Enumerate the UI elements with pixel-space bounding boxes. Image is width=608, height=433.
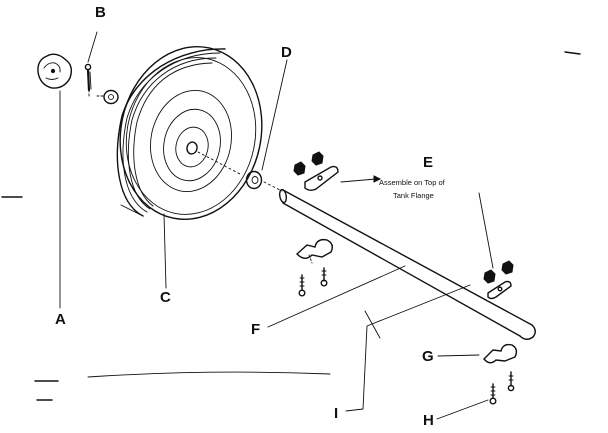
assembly-note-line1: Assemble on Top of — [379, 178, 446, 187]
label-g: G — [422, 348, 434, 365]
margin-marks — [1, 51, 581, 401]
hub-cap-part-a — [37, 53, 73, 309]
wheel-part-c — [116, 45, 263, 289]
bottom-clamp-left — [295, 238, 334, 264]
label-c: C — [160, 289, 171, 306]
assembly-note-line2: Tank Flange — [393, 191, 434, 200]
label-a: A — [55, 311, 66, 328]
clamp-lower-part-e — [478, 192, 514, 300]
bolt-left — [298, 274, 306, 297]
label-b: B — [95, 4, 106, 21]
clamp-part-g — [437, 343, 518, 364]
clamp-upper-part-e — [293, 151, 382, 191]
axle-part-f — [267, 188, 536, 340]
cotter-pin-part-b — [84, 31, 98, 97]
bolt-right — [320, 267, 328, 287]
washer-part-d — [245, 59, 288, 192]
washer-outer — [96, 89, 119, 105]
label-e: E — [423, 154, 433, 171]
label-d: D — [281, 44, 292, 61]
label-i: I — [334, 405, 338, 422]
bolt-part-h — [436, 383, 497, 420]
bolt-small-right — [507, 371, 515, 392]
label-h: H — [423, 412, 434, 429]
leader-part-i — [345, 284, 471, 412]
label-f: F — [251, 321, 260, 338]
